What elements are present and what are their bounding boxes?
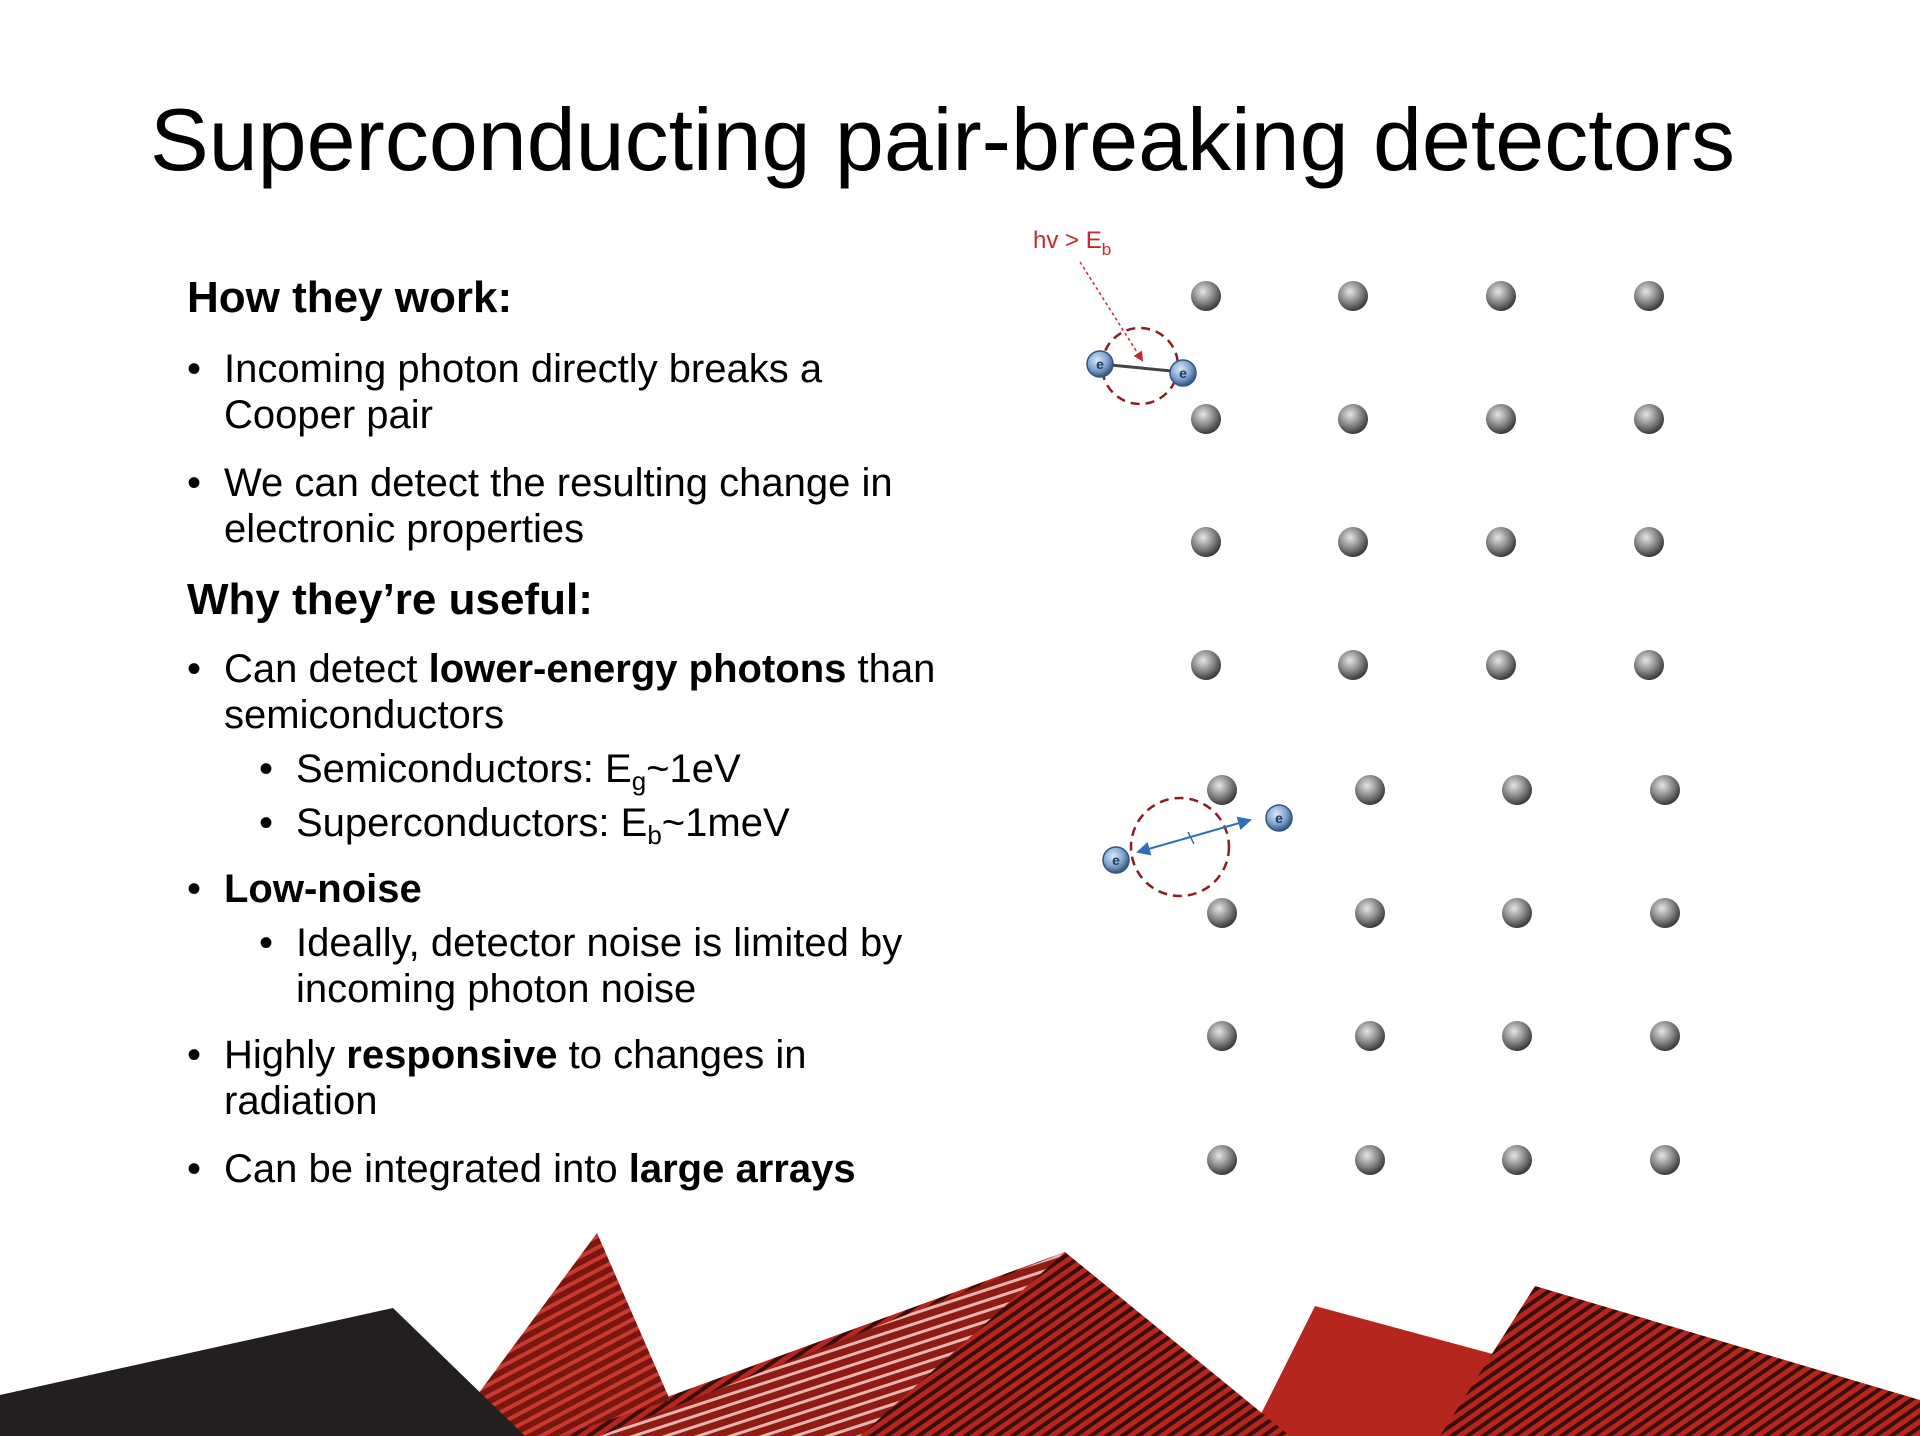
mountain-hatched-light <box>600 1252 1065 1436</box>
lattice-atom <box>1634 527 1664 557</box>
semiconductors-pre: Semiconductors: E <box>296 747 632 791</box>
lattice-atom <box>1634 404 1664 434</box>
lattice-atom <box>1355 898 1385 928</box>
lattice-atom <box>1486 404 1516 434</box>
semiconductors-sub: g <box>631 766 647 796</box>
electron-freed-left: e <box>1102 846 1130 874</box>
photon-label-main: hv > E <box>1033 227 1102 254</box>
sub-superconductors: Superconductors: Eb~1meV <box>187 800 967 848</box>
lattice-atom <box>1634 281 1664 311</box>
lattice-atom <box>1191 527 1221 557</box>
bullet-lower-energy: Can detect lower-energy photons than sem… <box>187 646 944 738</box>
arrays-pre: Can be integrated into <box>224 1147 629 1191</box>
lattice-atom <box>1650 898 1680 928</box>
mountain-red-peak <box>470 1233 670 1436</box>
lattice-atom <box>1486 650 1516 680</box>
superconductors-post: ~1meV <box>661 801 790 845</box>
photon-arrow <box>1079 261 1144 362</box>
lattice-top <box>1191 281 1664 680</box>
slide-title: Superconducting pair-breaking detectors <box>150 90 1735 189</box>
photon-label: hv > Eb <box>1033 227 1111 259</box>
responsive-pre: Highly <box>224 1033 347 1077</box>
lattice-atom <box>1207 898 1237 928</box>
superconductors-sub: b <box>647 820 662 850</box>
responsive-bold: responsive <box>346 1033 558 1077</box>
why-heading: Why they’re useful: <box>187 575 593 624</box>
mountain-hatched-right <box>1440 1286 1920 1436</box>
lattice-atom <box>1338 404 1368 434</box>
photon-label-sub: b <box>1102 240 1111 259</box>
electron-symbol: e <box>1179 365 1187 381</box>
lattice-atom <box>1207 1145 1237 1175</box>
lattice-atom <box>1486 281 1516 311</box>
svg-text:hv > Eb: hv > Eb <box>1033 227 1111 259</box>
lattice-atom <box>1634 650 1664 680</box>
lattice-atom <box>1486 527 1516 557</box>
lattice-atom <box>1502 1021 1532 1051</box>
lattice-atom <box>1650 775 1680 805</box>
lattice-atom <box>1650 1021 1680 1051</box>
content-column: How they work: Incoming photon directly … <box>187 270 967 1192</box>
lattice-atom <box>1355 1145 1385 1175</box>
electron-right: e <box>1169 359 1197 387</box>
lattice-atom <box>1502 775 1532 805</box>
lattice-bottom <box>1207 775 1680 1175</box>
lattice-atom <box>1338 527 1368 557</box>
lattice-atom <box>1207 1021 1237 1051</box>
cooper-pair: e e <box>1086 326 1197 406</box>
electron-left: e <box>1086 350 1114 378</box>
arrays-bold: large arrays <box>628 1147 856 1191</box>
lattice-atom <box>1502 898 1532 928</box>
electron-symbol: e <box>1275 810 1283 826</box>
lattice-atom <box>1355 1021 1385 1051</box>
split-tick <box>1187 831 1195 845</box>
sub-semiconductors: Semiconductors: Eg~1eV <box>187 746 967 794</box>
lower-energy-pre: Can detect <box>224 647 429 691</box>
electron-symbol: e <box>1096 356 1104 372</box>
sub-photon-noise: Ideally, detector noise is limited by in… <box>187 920 936 1012</box>
lattice-atom <box>1650 1145 1680 1175</box>
footer-mountains <box>0 1233 1920 1436</box>
lattice-atom <box>1191 281 1221 311</box>
lattice-atom <box>1338 281 1368 311</box>
superconductors-pre: Superconductors: E <box>296 801 648 845</box>
electron-freed-right: e <box>1265 804 1293 832</box>
split-arrow <box>1136 816 1252 856</box>
bullet-responsive: Highly responsive to changes in radiatio… <box>187 1032 904 1124</box>
low-noise-bold: Low-noise <box>224 867 422 911</box>
broken-pair-circle <box>1129 796 1231 898</box>
lattice-atom <box>1191 650 1221 680</box>
how-heading: How they work: <box>187 273 513 322</box>
bullet-photon-breaks-pair: Incoming photon directly breaks a Cooper… <box>187 346 904 438</box>
broken-pair: e e <box>1102 796 1293 898</box>
responsive-post: to changes in radiation <box>224 1033 807 1123</box>
lattice-atom <box>1207 775 1237 805</box>
semiconductors-post: ~1eV <box>646 747 741 791</box>
bullet-low-noise: Low-noise <box>187 866 967 912</box>
lattice-atom <box>1191 404 1221 434</box>
bullet-detect-change: We can detect the resulting change in el… <box>187 460 984 552</box>
lower-energy-bold: lower-energy photons <box>428 647 847 691</box>
bullet-arrays: Can be integrated into large arrays <box>187 1146 967 1192</box>
lattice-atom <box>1338 650 1368 680</box>
lower-energy-post: than semiconductors <box>224 647 936 737</box>
lattice-atom <box>1355 775 1385 805</box>
mountain-dark-left <box>0 1308 525 1436</box>
lattice-atom <box>1502 1145 1532 1175</box>
electron-symbol: e <box>1112 852 1120 868</box>
